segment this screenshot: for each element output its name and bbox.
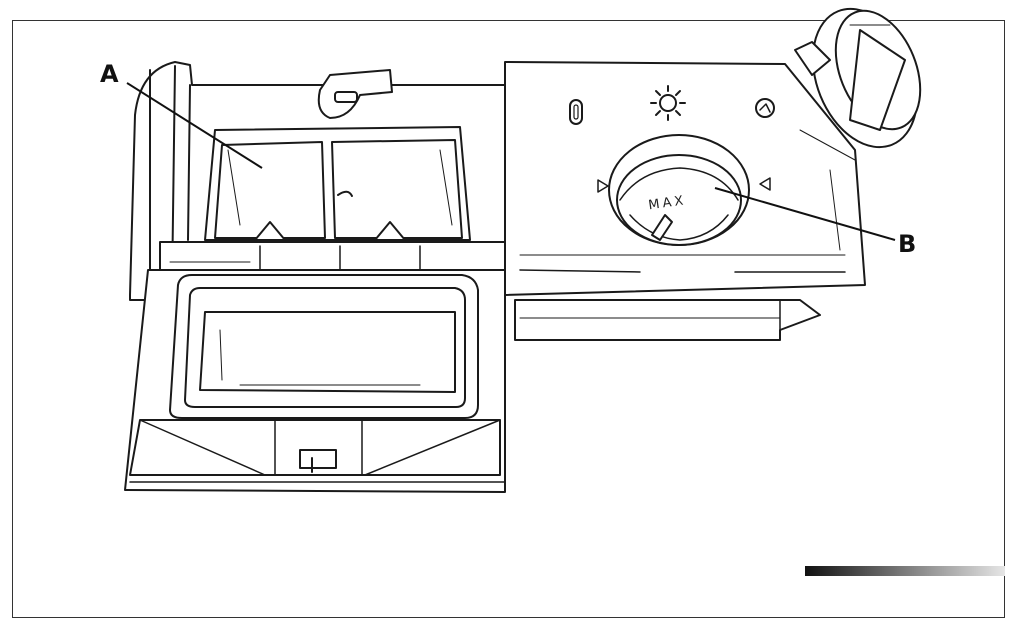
gradient-bar bbox=[805, 566, 1005, 576]
dispenser-lid bbox=[124, 269, 506, 493]
label-b: B bbox=[898, 230, 916, 258]
left-detergent-compartment bbox=[214, 141, 326, 239]
detergent-compartment-tray bbox=[204, 126, 471, 241]
dial-max-text: MAX bbox=[647, 193, 687, 213]
compartment-ledge bbox=[159, 241, 506, 273]
sun-icon bbox=[659, 94, 677, 112]
callout-b: B bbox=[714, 187, 916, 258]
label-a: A bbox=[100, 60, 119, 88]
rinse-aid-dial bbox=[597, 134, 771, 246]
right-detergent-compartment bbox=[331, 139, 463, 239]
right-arrow-icon bbox=[759, 177, 771, 191]
rotate-icon bbox=[755, 98, 775, 118]
sun-rays bbox=[650, 85, 686, 121]
hinge-clip bbox=[317, 69, 393, 119]
rinse-aid-cap bbox=[794, 7, 922, 149]
callout-a: A bbox=[100, 60, 263, 169]
left-arrow-icon bbox=[597, 179, 609, 193]
lid-latch bbox=[299, 449, 337, 469]
dial-pointer bbox=[651, 214, 673, 241]
diagram-frame bbox=[12, 20, 1005, 618]
indicator-icons bbox=[569, 85, 775, 125]
